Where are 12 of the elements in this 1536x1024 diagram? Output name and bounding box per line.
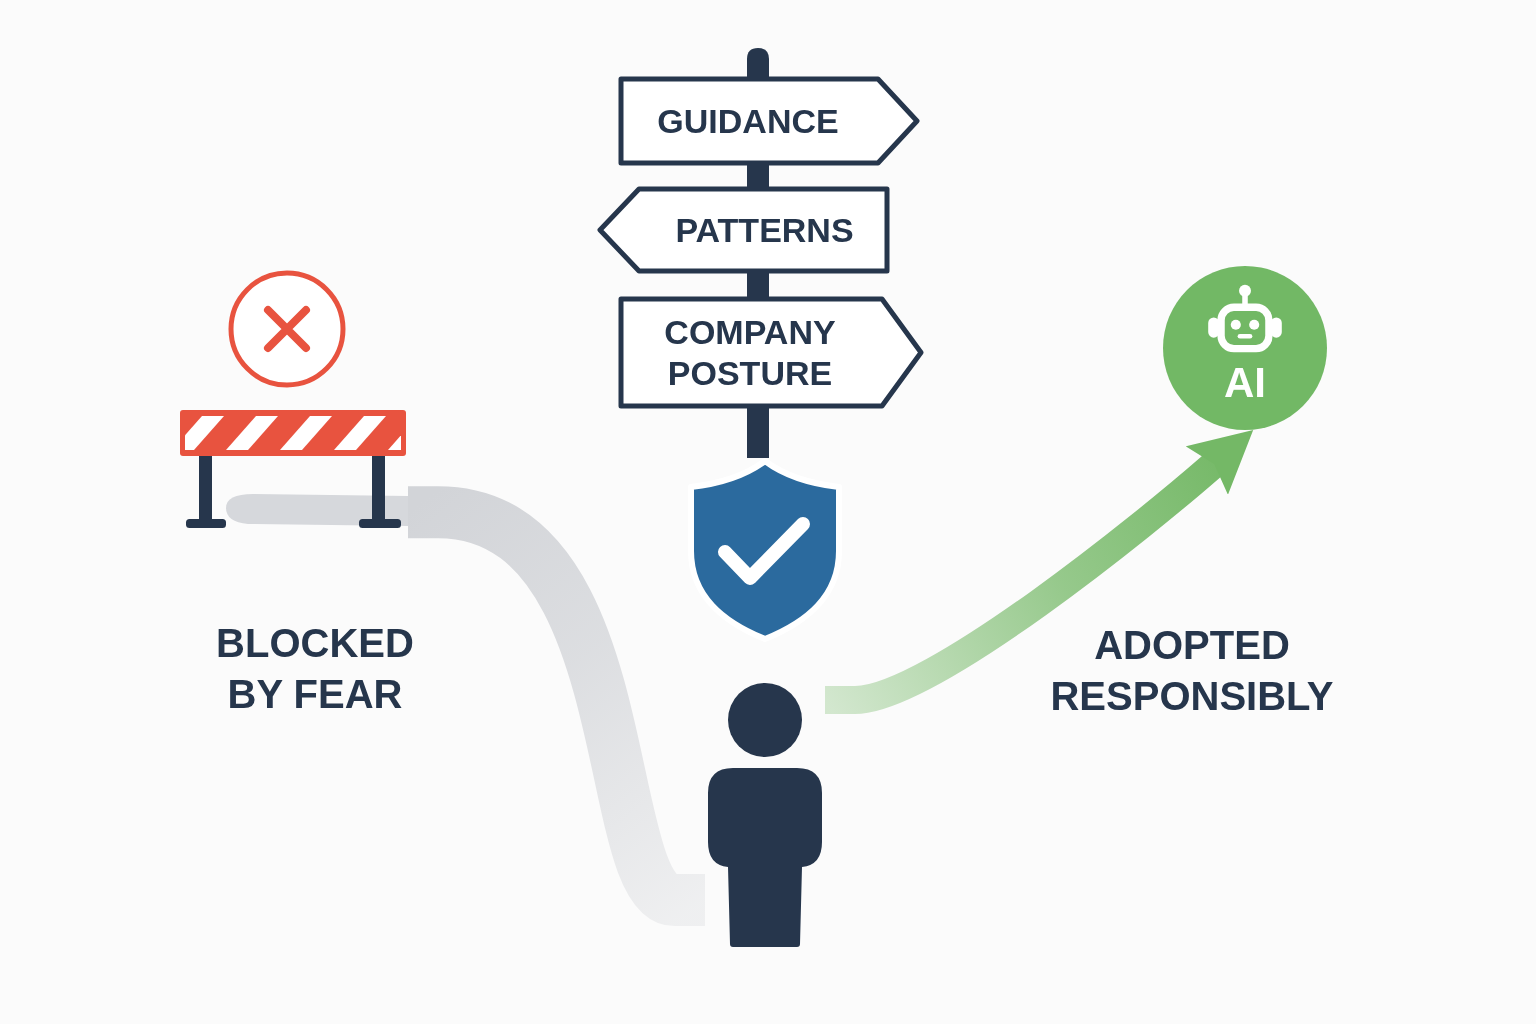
outcome-label: BLOCKED BY FEAR [215,620,415,718]
person-icon [705,682,825,948]
road-arrow [824,430,1254,715]
sign-label: COMPANY POSTURE [663,311,837,394]
direction-sign [618,76,920,166]
direction-sign [597,186,890,274]
sign-label: GUIDANCE [657,100,839,142]
outcome-label: ADOPTED RESPONSIBLY [1049,622,1335,720]
road-path [408,486,706,927]
sign-label: PATTERNS [675,209,854,251]
badge-label: AI [1224,362,1266,404]
direction-sign [618,296,924,409]
